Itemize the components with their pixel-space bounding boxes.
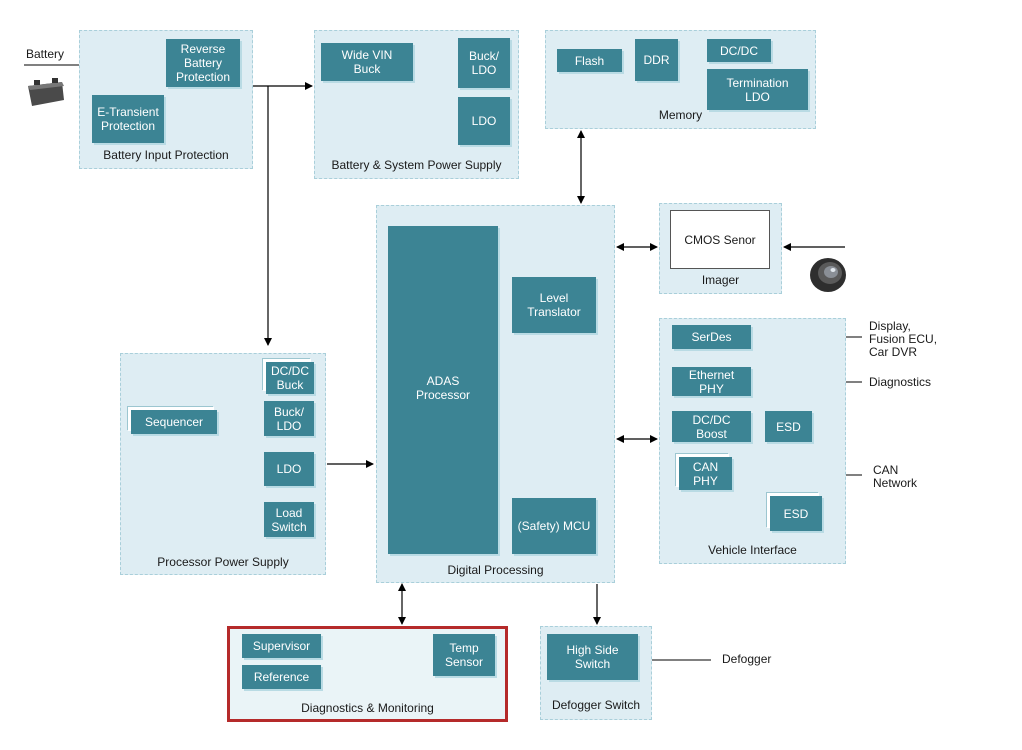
battery-input-protection-label: Battery Input Protection xyxy=(103,148,229,162)
load-switch-block: Load Switch xyxy=(264,502,314,537)
battery-system-power-label: Battery & System Power Supply xyxy=(331,158,502,172)
camera-lens-icon xyxy=(810,258,846,292)
buck-ldo-system-block: Buck/ LDO xyxy=(458,38,510,88)
reference-block: Reference xyxy=(242,665,321,689)
processor-power-label: Processor Power Supply xyxy=(157,555,289,569)
can-phy-block: CAN PHY xyxy=(679,457,732,490)
termination-ldo-block: Termination LDO xyxy=(707,69,808,110)
display-fusion-ecu-label: Display, Fusion ECU, Car DVR xyxy=(869,319,938,359)
digital-processing-label: Digital Processing xyxy=(447,563,544,577)
battery-label: Battery xyxy=(26,47,65,61)
defogger-external-label: Defogger xyxy=(722,652,772,666)
high-side-switch-block: High Side Switch xyxy=(547,634,638,680)
defogger-switch-label: Defogger Switch xyxy=(551,698,641,712)
e-transient-protection-block: E-Transient Protection xyxy=(92,95,164,143)
level-translator-block: Level Translator xyxy=(512,277,596,333)
supervisor-block: Supervisor xyxy=(242,634,321,658)
cmos-sensor-block: CMOS Senor xyxy=(670,210,770,269)
can-network-label: CAN Network xyxy=(873,463,918,490)
reverse-battery-protection-block: Reverse Battery Protection xyxy=(166,39,240,87)
dcdc-buck-block: DC/DC Buck xyxy=(266,362,314,394)
diagnostics-monitoring-label: Diagnostics & Monitoring xyxy=(301,701,434,715)
car-battery-icon xyxy=(28,78,64,106)
dcdc-memory-block: DC/DC xyxy=(707,39,771,62)
esd-block-2: ESD xyxy=(770,496,822,531)
memory-label: Memory xyxy=(658,108,703,122)
ldo-system-block: LDO xyxy=(458,97,510,145)
flash-block: Flash xyxy=(557,49,622,72)
dcdc-boost-block: DC/DC Boost xyxy=(672,411,751,442)
diagnostics-external-label: Diagnostics xyxy=(869,375,932,389)
ddr-block: DDR xyxy=(635,39,678,81)
wide-vin-buck-block: Wide VIN Buck xyxy=(321,43,413,81)
buck-ldo-processor-block: Buck/ LDO xyxy=(264,401,314,436)
imager-label: Imager xyxy=(701,273,740,287)
ldo-processor-block: LDO xyxy=(264,452,314,486)
safety-mcu-block: (Safety) MCU xyxy=(512,498,596,554)
serdes-block: SerDes xyxy=(672,325,751,349)
vehicle-interface-label: Vehicle Interface xyxy=(708,543,797,557)
adas-processor-block: ADAS Processor xyxy=(388,226,498,554)
esd-block-1: ESD xyxy=(765,411,812,442)
temp-sensor-block: Temp Sensor xyxy=(433,634,495,676)
ethernet-phy-block: Ethernet PHY xyxy=(672,367,751,396)
sequencer-block: Sequencer xyxy=(131,410,217,434)
